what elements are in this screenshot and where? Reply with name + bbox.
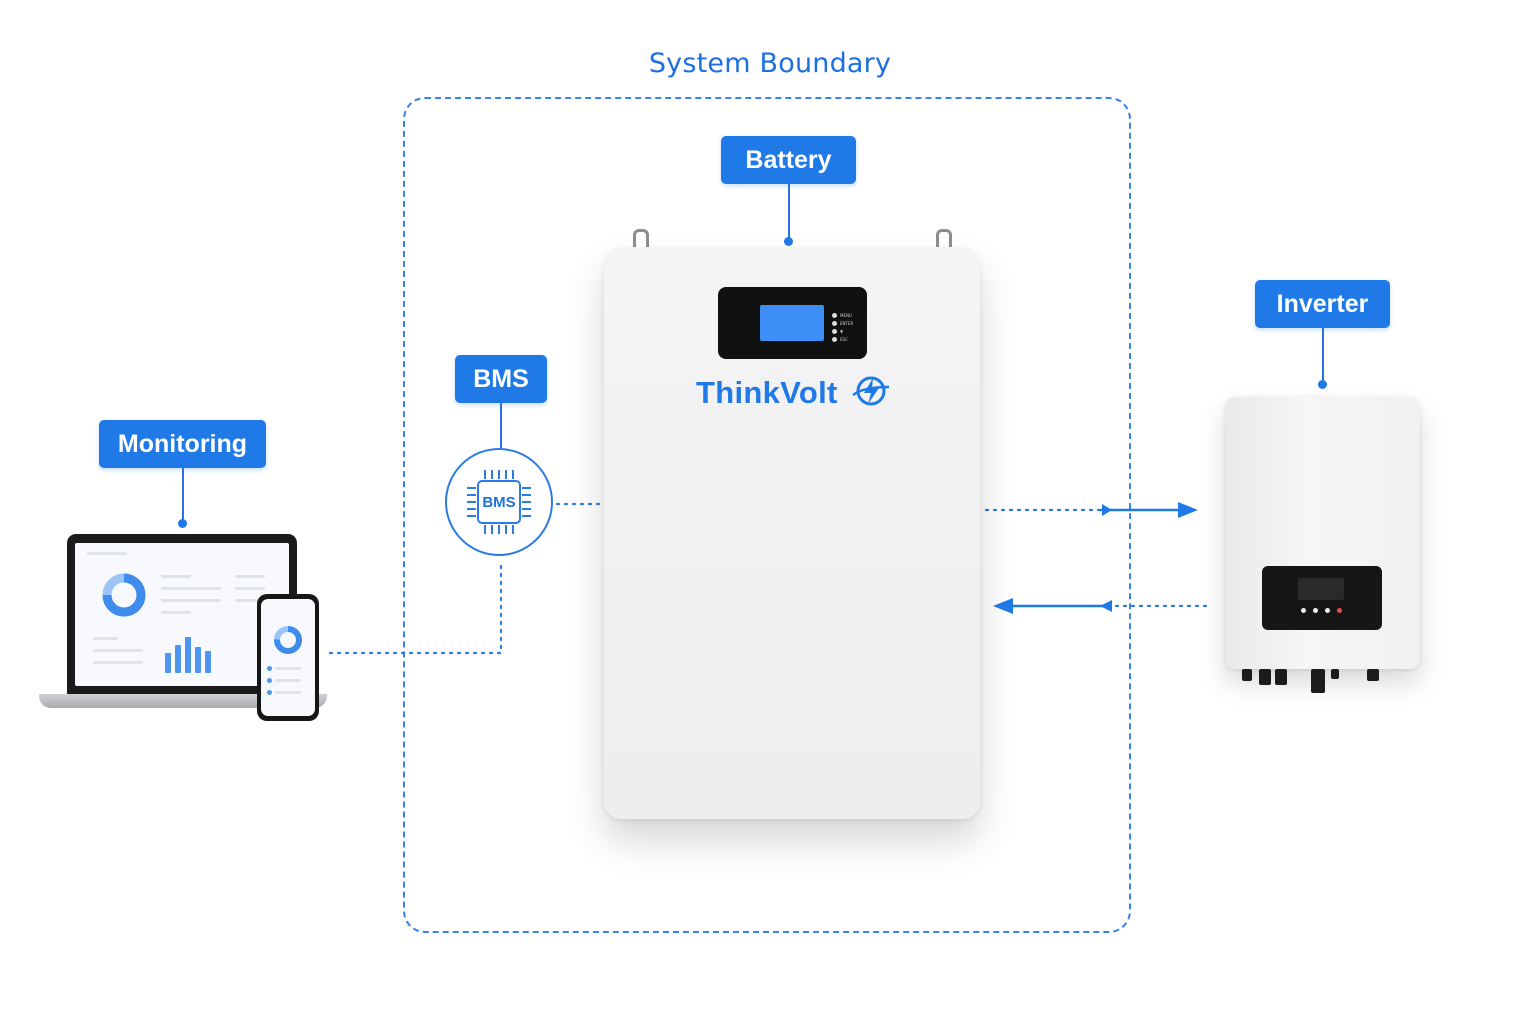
chip-pins-icon	[467, 470, 531, 534]
esc-button	[832, 337, 837, 342]
inverter-connector-2	[1259, 669, 1271, 685]
inverter-label-stem	[1322, 328, 1324, 382]
phone-list-bullet	[267, 678, 272, 683]
phone-list-bullet	[267, 690, 272, 695]
inverter-control-panel	[1262, 566, 1382, 630]
phone-donut-chart-icon	[274, 626, 302, 654]
laptop-base	[39, 694, 327, 708]
dashboard-text-line	[235, 575, 265, 578]
battery-label: Battery	[721, 136, 856, 184]
dashboard-header-line	[87, 552, 127, 555]
phone-text-line	[275, 667, 301, 670]
bms-label-stem	[500, 403, 502, 448]
inverter-button-1	[1301, 608, 1306, 613]
laptop-dashboard-screen	[75, 543, 289, 686]
inverter-connector-6	[1367, 669, 1379, 681]
phone-text-line	[275, 691, 301, 694]
dashboard-text-line	[161, 587, 221, 590]
brand-name: ThinkVolt	[696, 375, 838, 410]
monitoring-label: Monitoring	[99, 420, 266, 468]
battery-unit: MENU ENTER ▼ ESC ThinkVolt	[604, 247, 980, 819]
bar-chart-bar	[165, 653, 171, 673]
battery-hook-left	[633, 229, 649, 252]
menu-button-label: MENU	[840, 313, 852, 318]
inverter-unit	[1225, 397, 1420, 693]
enter-button	[832, 321, 837, 326]
bms-module: BMS	[445, 448, 553, 556]
inverter-connector-5	[1331, 669, 1339, 679]
monitoring-label-stem	[182, 468, 184, 522]
inverter-button-3	[1325, 608, 1330, 613]
inverter-label: Inverter	[1255, 280, 1390, 328]
menu-button	[832, 313, 837, 318]
down-button	[832, 329, 837, 334]
bms-chip-icon: BMS	[477, 480, 521, 524]
battery-label-stem	[788, 184, 790, 240]
smartphone	[257, 594, 319, 721]
battery-label-anchor	[784, 237, 793, 246]
inverter-button-4	[1337, 608, 1342, 613]
dashboard-text-line	[235, 587, 265, 590]
dashboard-text-line	[93, 661, 143, 664]
inverter-label-anchor	[1318, 380, 1327, 389]
lightning-bolt-icon	[851, 376, 889, 406]
bar-chart-bar	[185, 637, 191, 673]
monitoring-label-anchor	[178, 519, 187, 528]
dashboard-text-line	[161, 599, 221, 602]
dashboard-text-line	[235, 599, 265, 602]
system-boundary-title: System Boundary	[648, 48, 892, 79]
battery-hook-right	[936, 229, 952, 252]
dashboard-text-line	[93, 637, 118, 640]
inverter-screen	[1298, 578, 1344, 600]
esc-button-label: ESC	[840, 337, 848, 342]
system-boundary	[403, 97, 1131, 933]
dashboard-text-line	[161, 575, 191, 578]
inverter-connector-1	[1242, 669, 1252, 681]
battery-lcd-screen	[760, 305, 824, 341]
dashboard-text-line	[161, 611, 191, 614]
phone-text-line	[275, 679, 301, 682]
dashboard-text-line	[93, 649, 143, 652]
battery-display-panel: MENU ENTER ▼ ESC	[718, 287, 867, 359]
bar-chart-bar	[195, 647, 201, 673]
inverter-connector-4	[1311, 669, 1325, 693]
enter-button-label: ENTER	[840, 321, 854, 326]
phone-list-bullet	[267, 666, 272, 671]
bms-label: BMS	[455, 355, 547, 403]
laptop	[67, 534, 297, 694]
down-button-label: ▼	[840, 329, 844, 334]
phone-app-screen	[261, 599, 315, 716]
bar-chart-bar	[205, 651, 211, 673]
inverter-button-2	[1313, 608, 1318, 613]
battery-brand-logo: ThinkVolt	[696, 375, 891, 411]
donut-chart-icon	[102, 573, 146, 617]
inverter-connector-3	[1275, 669, 1287, 685]
arrowhead-right	[1178, 502, 1198, 518]
bar-chart-bar	[175, 645, 181, 673]
